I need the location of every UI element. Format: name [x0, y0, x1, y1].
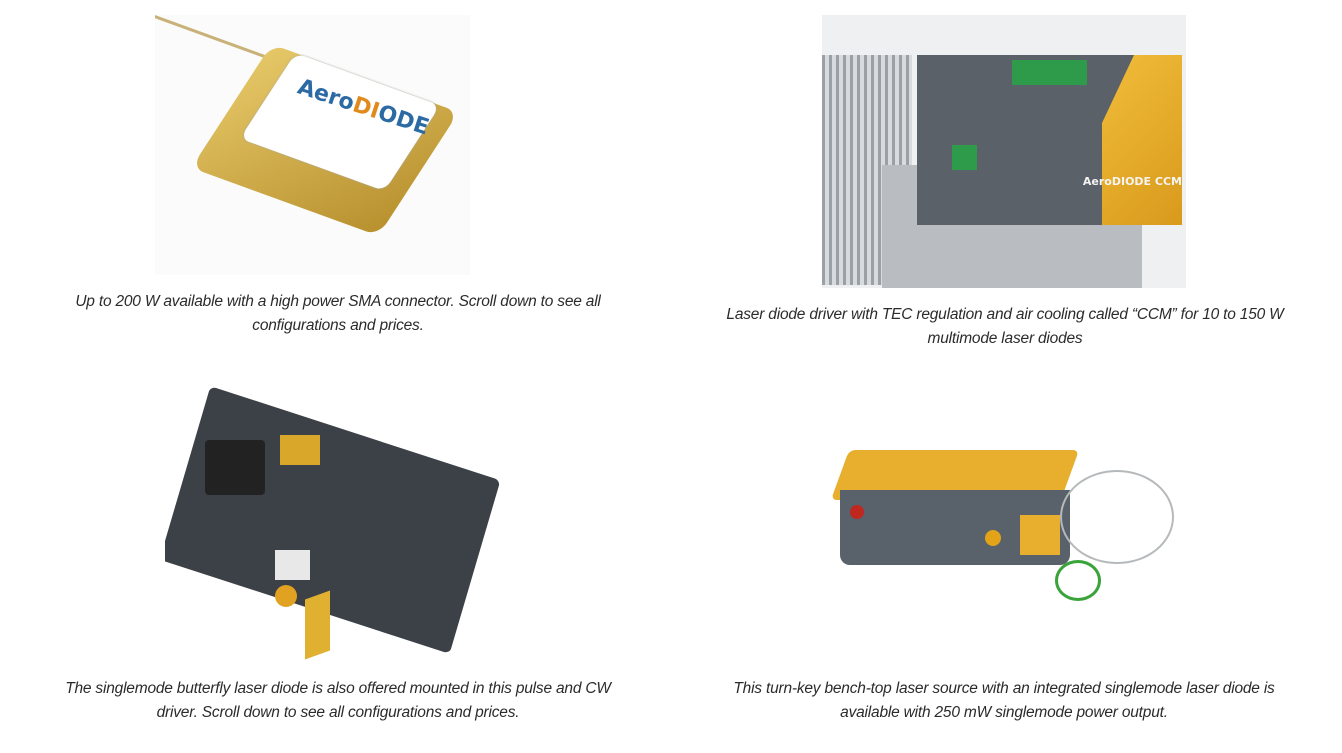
ccm-logo: AeroDIODE CCM — [1082, 175, 1182, 188]
product-caption: The singlemode butterfly laser diode is … — [65, 680, 611, 721]
product-image-butterfly-driver[interactable] — [165, 385, 505, 665]
product-image-benchtop-source[interactable] — [830, 390, 1180, 615]
product-caption: This turn-key bench-top laser source wit… — [733, 680, 1275, 721]
product-image-sma-laser-diode[interactable]: AeroDIODE — [155, 15, 470, 275]
product-image-ccm-driver[interactable]: AeroDIODE CCM — [822, 15, 1186, 288]
product-caption: Up to 200 W available with a high power … — [75, 293, 601, 334]
product-caption: Laser diode driver with TEC regulation a… — [726, 306, 1284, 347]
